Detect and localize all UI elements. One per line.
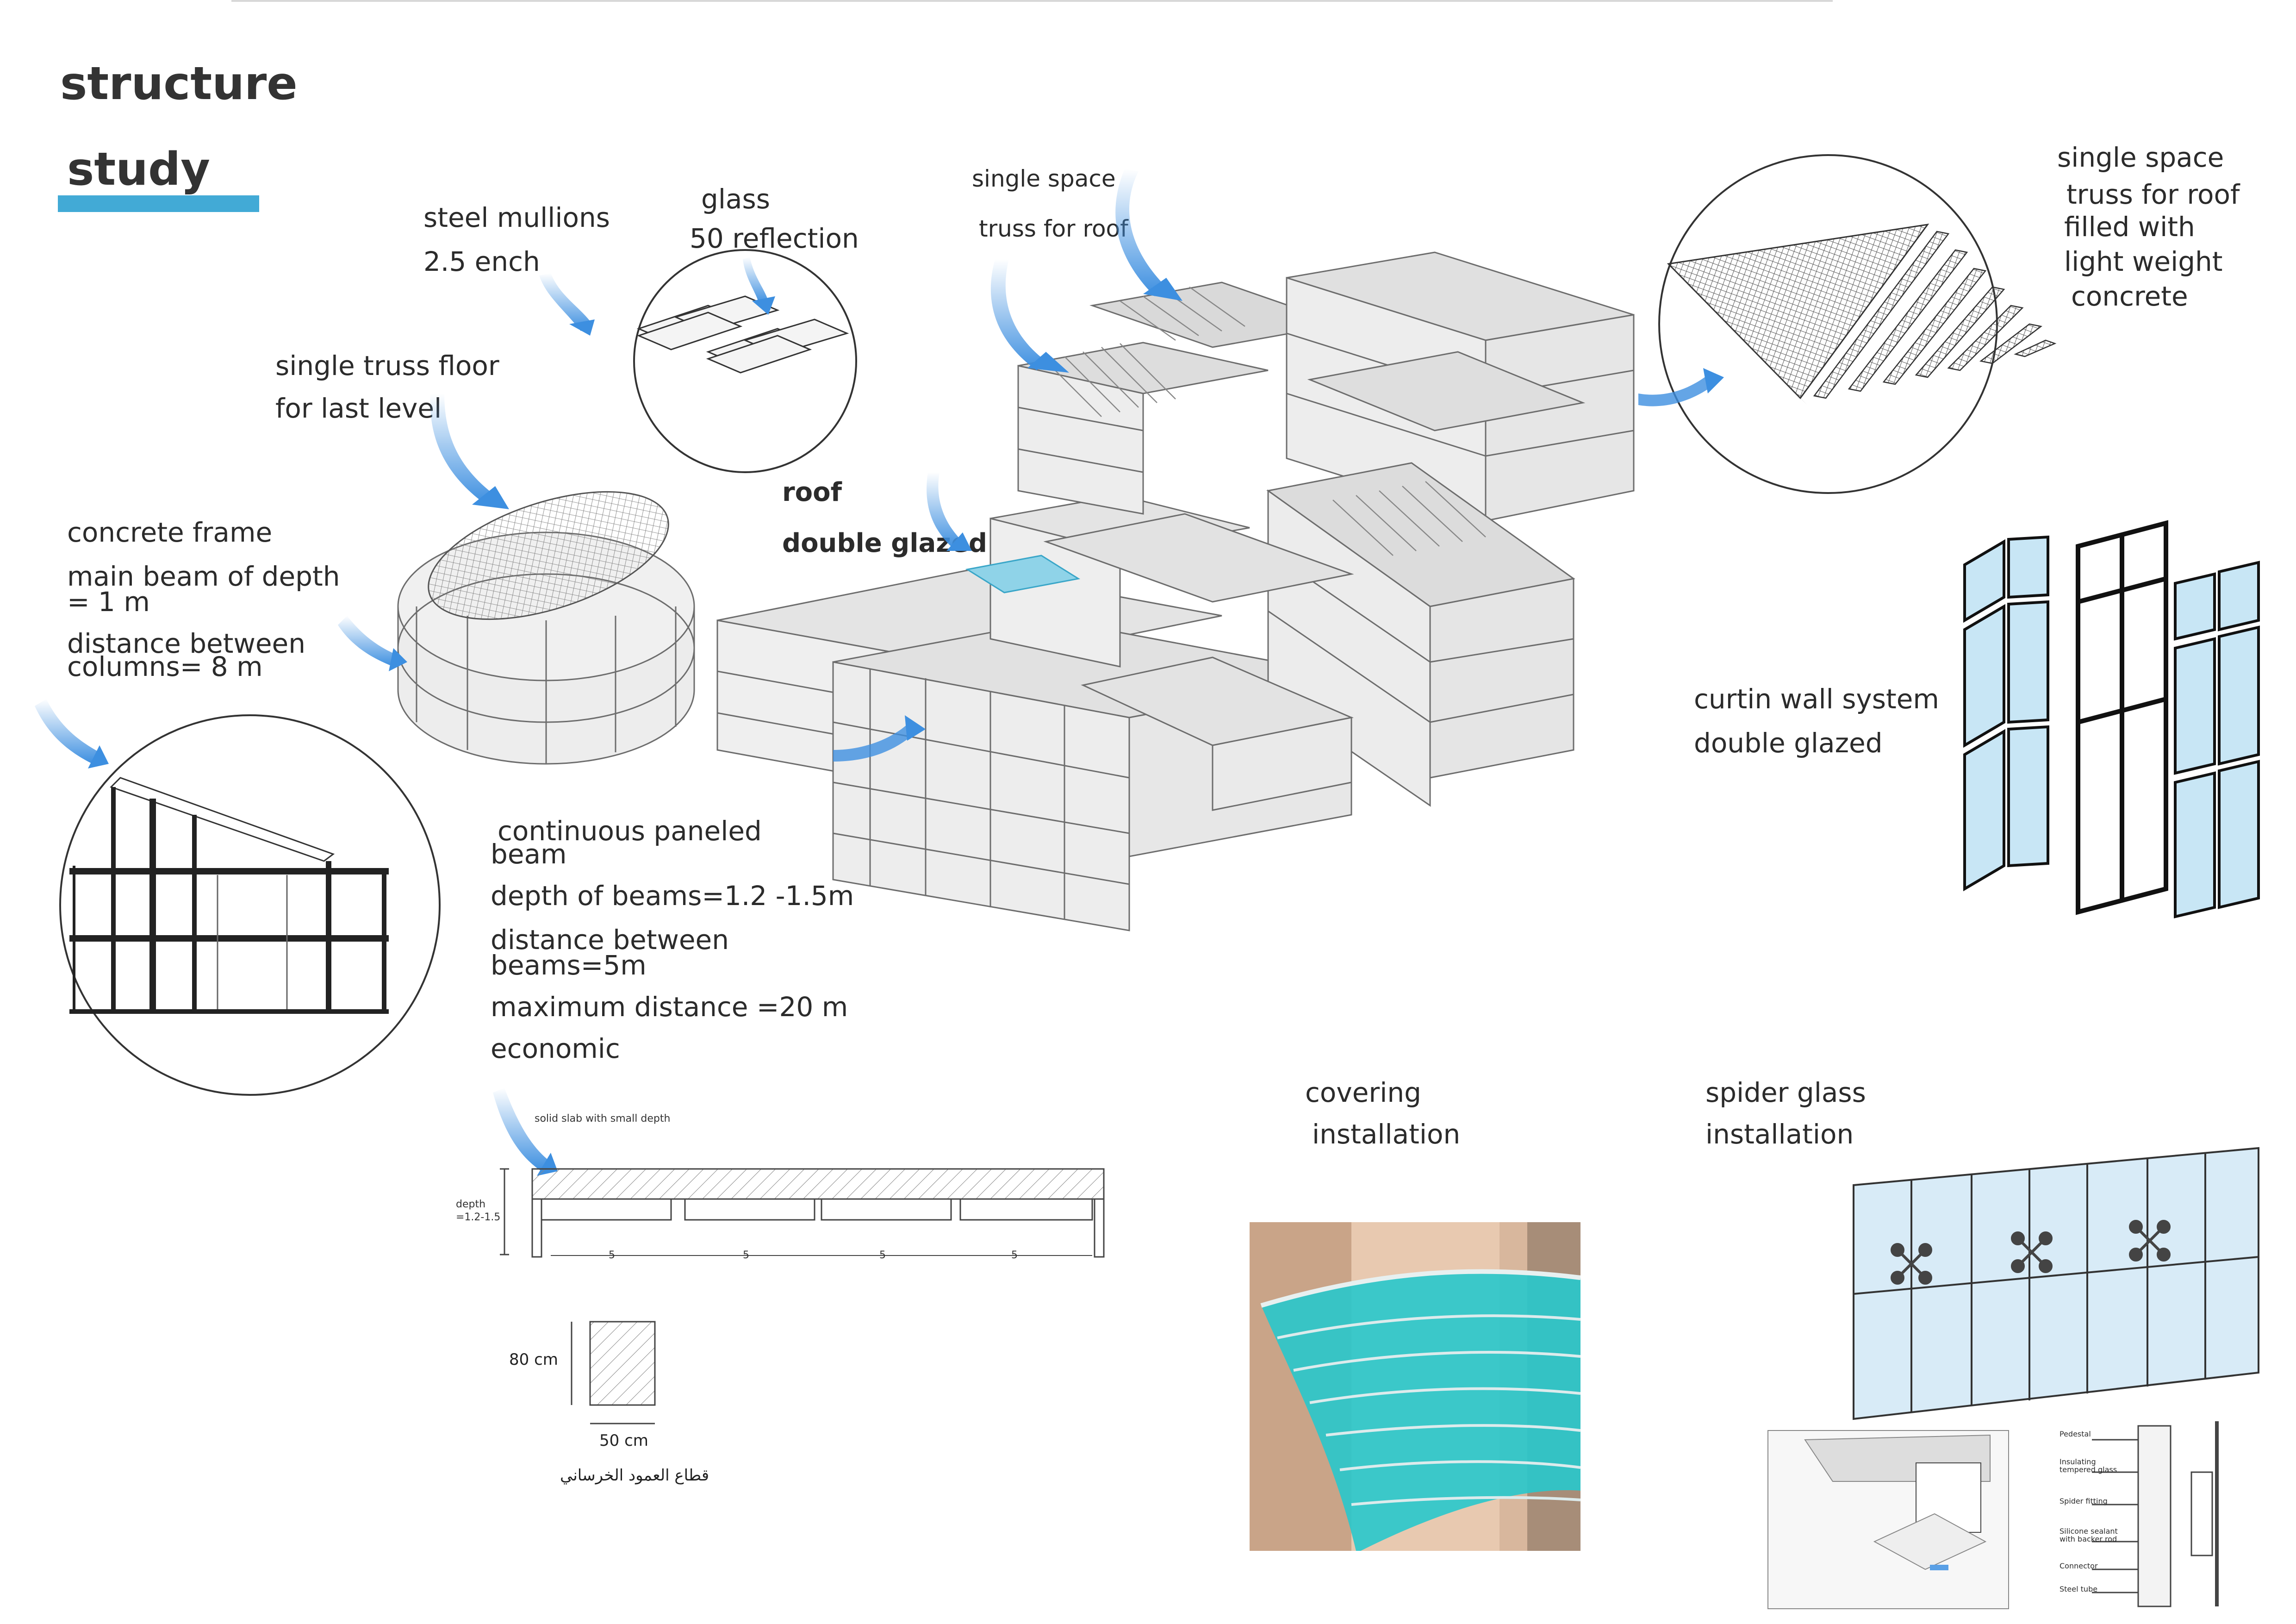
column-caption: قطاع العمود الخرساني xyxy=(560,1466,709,1485)
top-rule xyxy=(231,0,1833,2)
column-section xyxy=(571,1321,656,1424)
label-space-truss-right-4: light weight xyxy=(2064,246,2223,277)
label-space-truss-right-2: truss for roof xyxy=(2066,179,2240,210)
spider-glass-facade xyxy=(1853,1147,2259,1420)
sketch-thumbnail xyxy=(1767,1430,2009,1609)
label-spider-2: installation xyxy=(1705,1118,1854,1150)
depth-label-1: depth xyxy=(456,1199,486,1210)
label-steel-mullions-1: steel mullions xyxy=(423,202,610,233)
label-glass-2: 50 reflection xyxy=(690,223,859,254)
label-paneled-4: distance between xyxy=(491,924,729,956)
label-paneled-2: beam xyxy=(491,838,567,870)
paneled-beam-section xyxy=(500,1168,1105,1258)
label-roof: roof xyxy=(782,477,842,507)
label-covering-2: installation xyxy=(1312,1118,1461,1150)
column-height-label: 80 cm xyxy=(509,1350,558,1369)
label-single-space-mid-1: single space xyxy=(972,165,1116,192)
label-curtain-wall-1: curtin wall system xyxy=(1694,683,1939,715)
spider-fittings xyxy=(1891,1220,2171,1285)
label-paneled-7: economic xyxy=(491,1033,620,1064)
label-paneled-3: depth of beams=1.2 -1.5m xyxy=(491,880,854,912)
label-truss-floor-1: single truss floor xyxy=(275,350,499,381)
span-label-1: 5 xyxy=(609,1249,615,1261)
label-curtain-wall-2: double glazed xyxy=(1694,727,1883,759)
span-label-4: 5 xyxy=(1011,1249,1018,1261)
label-steel-mullions-2: 2.5 ench xyxy=(423,246,540,277)
title-accent-bar xyxy=(58,195,259,212)
curtain-wall-panels xyxy=(1963,520,2260,918)
detail-label-2: Insulating tempered glass xyxy=(2060,1457,2117,1474)
span-label-2: 5 xyxy=(743,1249,749,1261)
label-paneled-6: maximum distance =20 m xyxy=(491,991,848,1023)
label-concrete-frame-1: concrete frame xyxy=(67,517,273,548)
label-single-space-mid-2: truss for roof xyxy=(979,215,1128,242)
label-truss-floor-2: for last level xyxy=(275,393,442,424)
spider-detail-drawing xyxy=(2092,1421,2219,1607)
slab-note: solid slab with small depth xyxy=(535,1113,671,1124)
label-space-truss-right-3: filled with xyxy=(2064,211,2195,243)
detail-label-6: Steel tube xyxy=(2060,1585,2098,1593)
label-concrete-frame-2: main beam of depth xyxy=(67,561,340,592)
glass-detail-circle xyxy=(633,249,857,473)
label-concrete-frame-4: distance between xyxy=(67,628,306,659)
detail-label-5: Connector xyxy=(2060,1562,2098,1570)
label-paneled-1: continuous paneled xyxy=(498,815,762,847)
concrete-frame-section xyxy=(59,714,441,1096)
detail-label-1: Pedestal xyxy=(2060,1430,2091,1438)
depth-label-2: =1.2-1.5 xyxy=(456,1212,501,1223)
label-space-truss-right-1: single space xyxy=(2057,142,2224,173)
detail-label-3: Spider fitting xyxy=(2060,1497,2108,1505)
column-width-label: 50 cm xyxy=(599,1431,648,1450)
detail-label-4: Silicone sealant with backer rod xyxy=(2060,1527,2118,1543)
label-spider-1: spider glass xyxy=(1705,1077,1866,1108)
label-covering-1: covering xyxy=(1305,1077,1421,1108)
title-study: study xyxy=(67,143,210,196)
space-truss-circle xyxy=(1658,154,2057,494)
label-glass-1: glass xyxy=(701,183,770,215)
title-structure: structure xyxy=(60,57,298,110)
label-paneled-5: beams=5m xyxy=(491,949,647,981)
label-space-truss-right-5: concrete xyxy=(2071,281,2188,312)
canopy-photo xyxy=(1250,1222,1580,1551)
span-label-3: 5 xyxy=(879,1249,886,1261)
label-concrete-frame-3: = 1 m xyxy=(67,586,150,618)
label-concrete-frame-5: columns= 8 m xyxy=(67,651,263,682)
building-isometric xyxy=(397,251,1635,931)
